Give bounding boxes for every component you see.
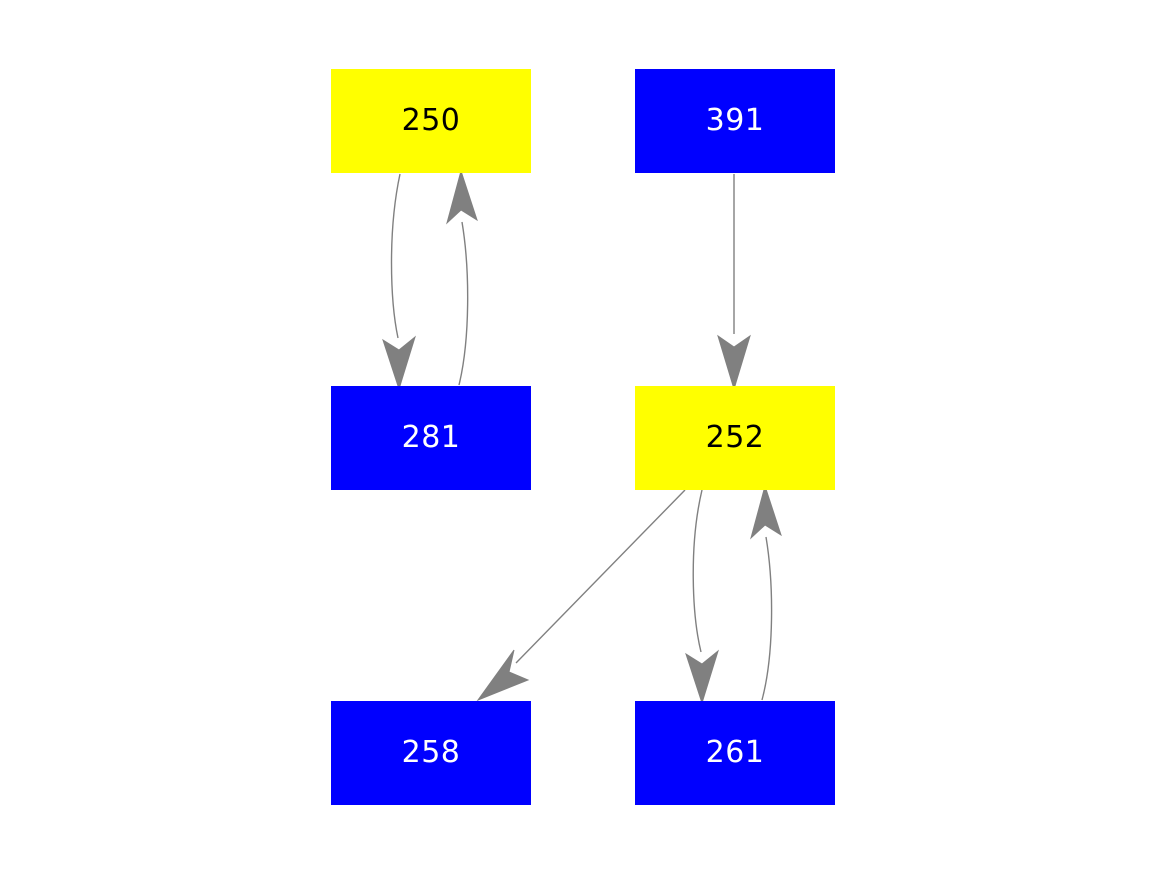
- node-label: 281: [401, 420, 461, 455]
- edge-261-to-252[interactable]: [750, 484, 782, 701]
- graph-node-391[interactable]: 391: [635, 69, 835, 173]
- edge-line: [390, 173, 401, 339]
- arrowhead-down-left-icon: [476, 649, 530, 702]
- edge-281-to-250[interactable]: [446, 169, 478, 386]
- graph-node-252[interactable]: 252: [635, 386, 835, 490]
- arrowhead-down-icon: [382, 335, 416, 391]
- edge-line: [458, 221, 469, 386]
- node-label: 252: [705, 420, 765, 455]
- arrowhead-down-icon: [717, 334, 751, 391]
- edge-line: [515, 489, 686, 664]
- arrowhead-down-icon: [685, 649, 719, 705]
- arrowhead-up-icon: [446, 169, 478, 225]
- graph-node-261[interactable]: 261: [635, 701, 835, 805]
- node-label: 250: [401, 103, 461, 138]
- node-label: 391: [705, 103, 765, 138]
- edge-250-to-281[interactable]: [382, 173, 416, 391]
- edge-line: [692, 489, 703, 653]
- edge-391-to-252[interactable]: [717, 174, 751, 391]
- graph-node-281[interactable]: 281: [331, 386, 531, 490]
- edge-line: [761, 536, 773, 701]
- edge-252-to-261[interactable]: [685, 489, 719, 705]
- edge-252-to-258[interactable]: [476, 489, 686, 702]
- graph-node-250[interactable]: 250: [331, 69, 531, 173]
- node-label: 258: [401, 735, 461, 770]
- arrowhead-up-icon: [750, 484, 782, 540]
- node-label: 261: [705, 735, 765, 770]
- graph-node-258[interactable]: 258: [331, 701, 531, 805]
